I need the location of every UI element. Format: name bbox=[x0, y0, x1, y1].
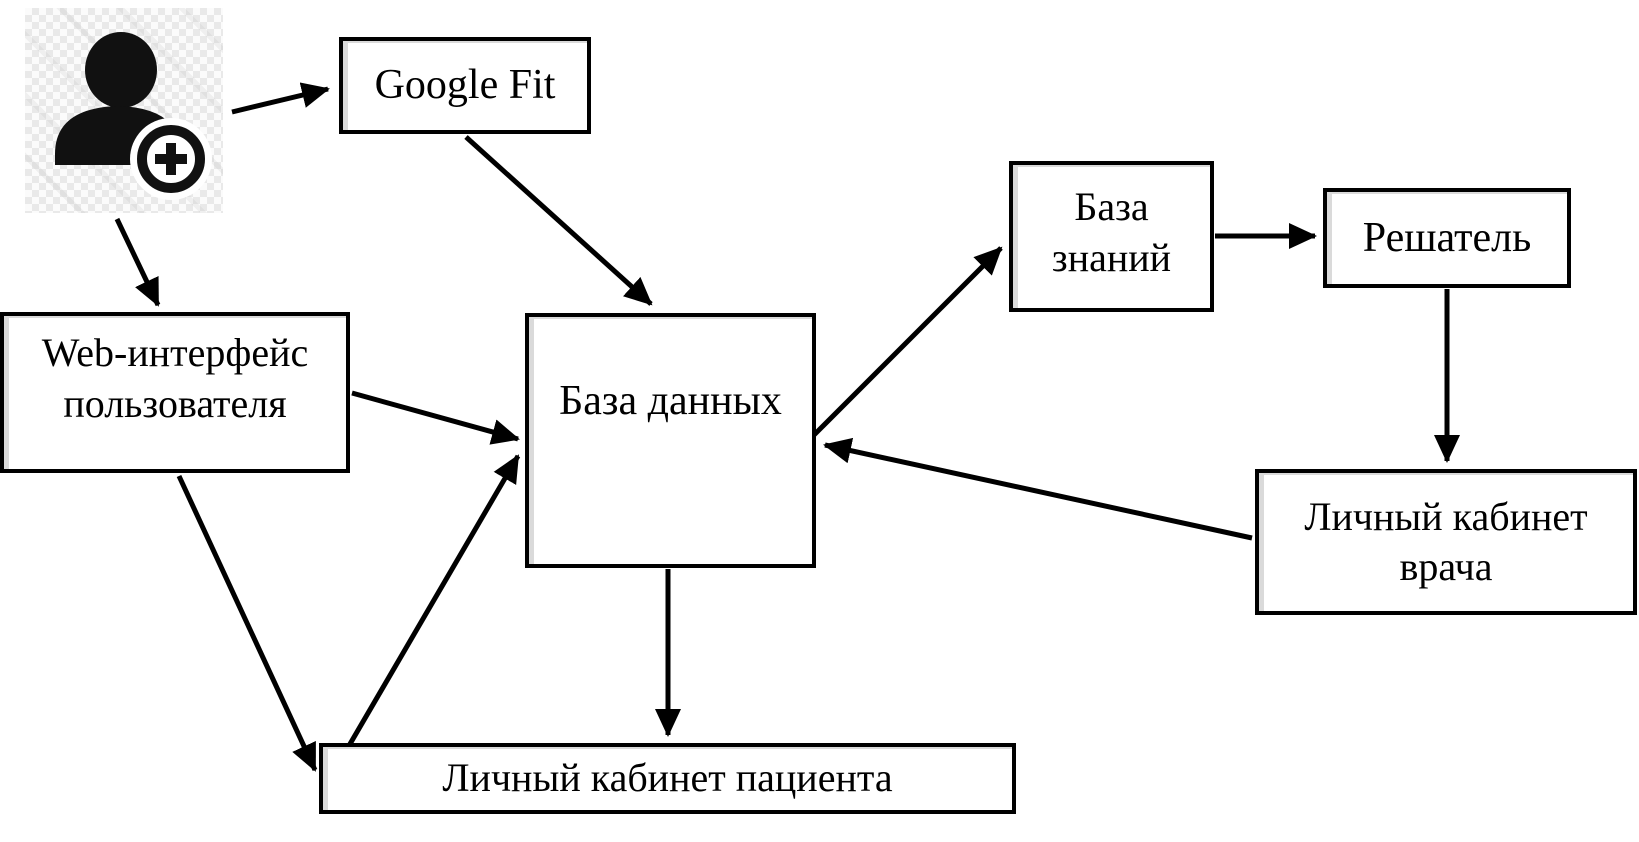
add-user-icon bbox=[25, 8, 223, 213]
node-knowledge-base-line1: База bbox=[1074, 184, 1149, 230]
edge-web-interface-to-database bbox=[351, 390, 520, 445]
node-web-interface-line1: Web-интерфейс bbox=[41, 330, 309, 376]
edge-user-to-google-fit bbox=[231, 82, 330, 115]
node-doctor-cabinet-line1: Личный кабинет bbox=[1304, 493, 1588, 539]
node-database-label: База данных bbox=[559, 378, 782, 424]
node-doctor-cabinet: Личный кабинет врача bbox=[1255, 469, 1637, 615]
node-google-fit: Google Fit bbox=[339, 37, 591, 134]
plus-glyph bbox=[155, 143, 187, 175]
node-patient-cabinet: Личный кабинет пациента bbox=[319, 743, 1016, 814]
node-google-fit-label: Google Fit bbox=[374, 62, 556, 109]
node-web-interface: Web-интерфейс пользователя bbox=[0, 312, 350, 473]
node-web-interface-line2: пользователя bbox=[63, 380, 287, 426]
node-solver: Решатель bbox=[1323, 188, 1571, 288]
user-head bbox=[85, 32, 157, 108]
edge-google-fit-to-database bbox=[464, 135, 653, 306]
node-database: База данных bbox=[525, 313, 816, 568]
edge-doctor-cabinet-to-database bbox=[823, 437, 1253, 541]
edge-patient-cabinet-to-database bbox=[319, 454, 521, 794]
node-solver-label: Решатель bbox=[1362, 214, 1532, 261]
edge-web-interface-to-patient-cabinet bbox=[176, 474, 318, 772]
edge-database-to-knowledge-base bbox=[812, 246, 1003, 437]
edge-user-to-web-interface bbox=[114, 217, 161, 307]
node-doctor-cabinet-line2: врача bbox=[1399, 544, 1493, 589]
node-knowledge-base: База знаний bbox=[1009, 161, 1214, 312]
node-patient-cabinet-label: Личный кабинет пациента bbox=[442, 755, 893, 801]
node-knowledge-base-line2: знаний bbox=[1051, 234, 1172, 280]
